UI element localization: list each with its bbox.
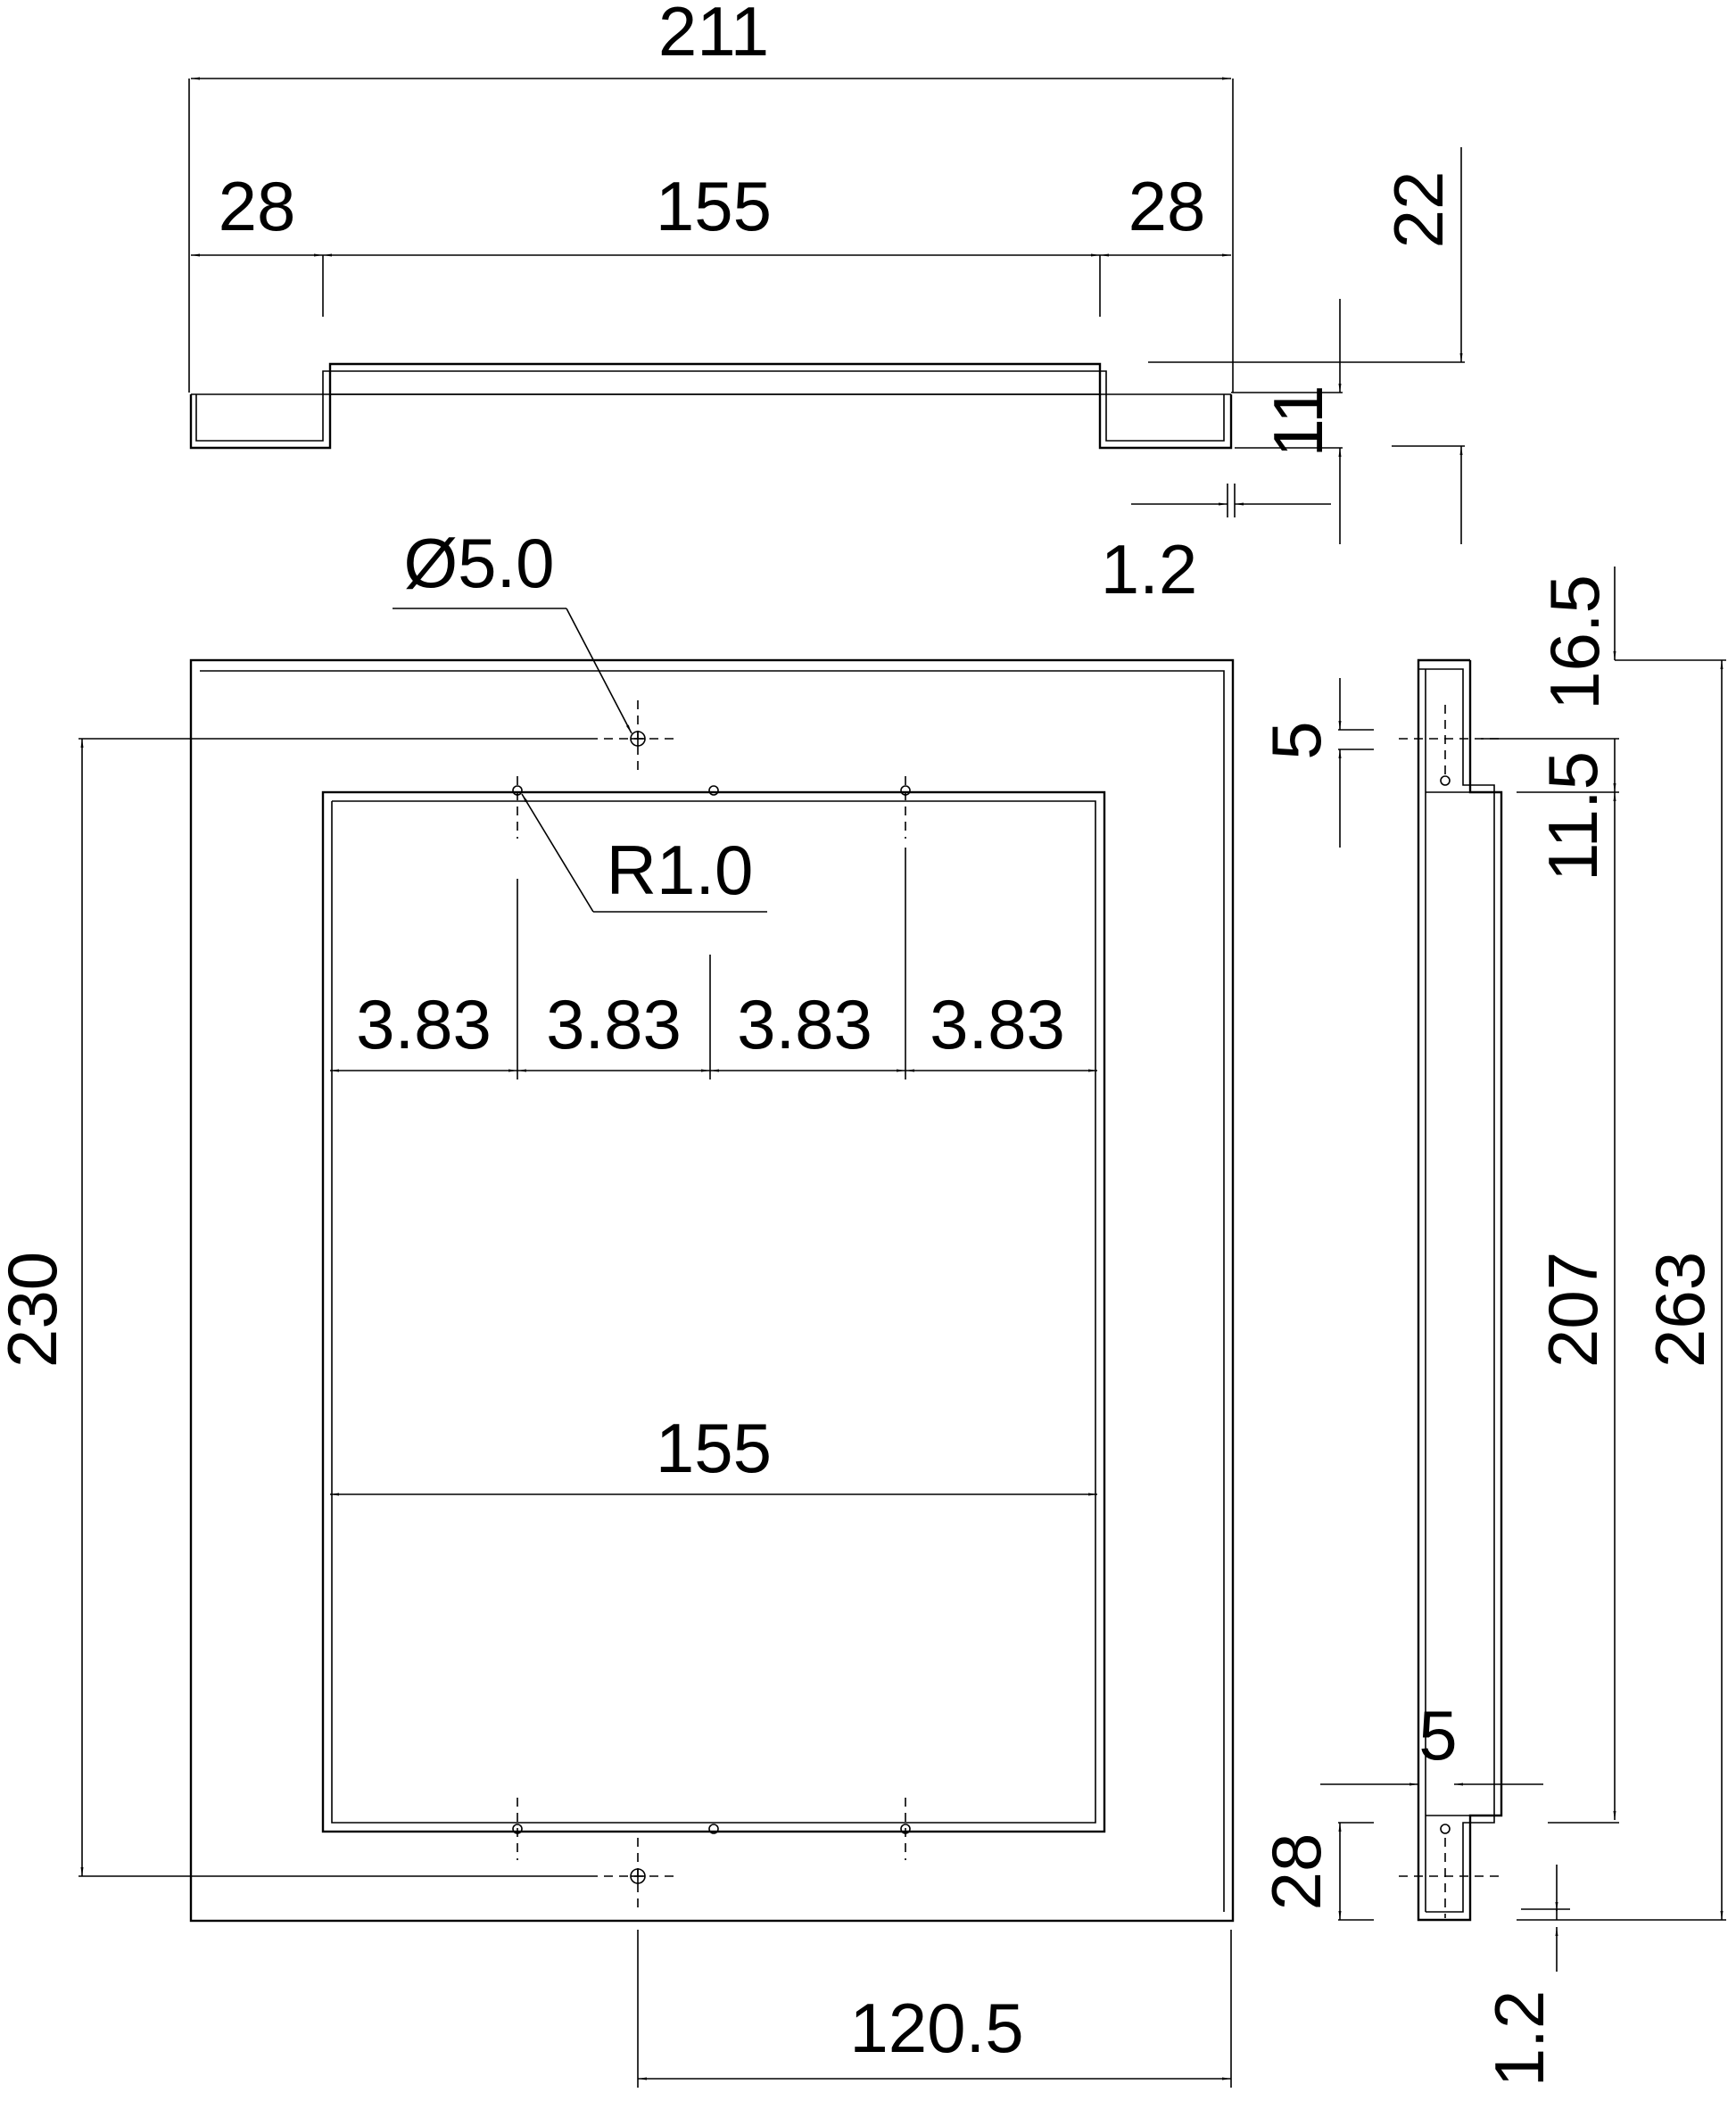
top-dimensions [188,77,1465,544]
dim-top-depth: 11 [1259,385,1337,458]
dim-top-left: 28 [219,167,296,245]
dim-side-bottom: 28 [1257,1833,1335,1911]
dim-half-width: 120.5 [849,1989,1023,2067]
dim-top-width: 211 [658,0,769,70]
front-view [189,658,1235,1923]
dim-top-thickness: 1.2 [1101,530,1197,608]
dim-pitch-4: 3.83 [930,985,1065,1063]
side-dimensions [1320,567,1726,1972]
dim-top-center: 155 [656,167,772,245]
dim-side-top: 16.5 [1535,575,1614,710]
front-dimensions [79,608,1232,2088]
dim-hole-diameter: Ø5.0 [403,524,554,602]
dim-side-thickness: 1.2 [1480,1990,1558,2087]
top-view [189,362,1233,450]
dim-top-right: 28 [1128,167,1206,245]
dim-top-height: 22 [1379,171,1458,249]
dim-side-step: 11.5 [1533,751,1612,881]
dim-side-hole: 5 [1257,721,1335,759]
dim-pitch-1: 3.83 [356,985,492,1063]
dim-pitch-2: 3.83 [546,985,682,1063]
dim-window-width: 155 [656,1409,772,1487]
dim-side-inner: 207 [1533,1252,1612,1368]
dim-pitch-3: 3.83 [737,985,872,1063]
dim-side-wall: 5 [1418,1696,1457,1774]
dim-hole-spacing: 230 [0,1252,71,1368]
dim-side-total: 263 [1641,1252,1719,1368]
dim-corner-radius: R1.0 [607,831,754,909]
